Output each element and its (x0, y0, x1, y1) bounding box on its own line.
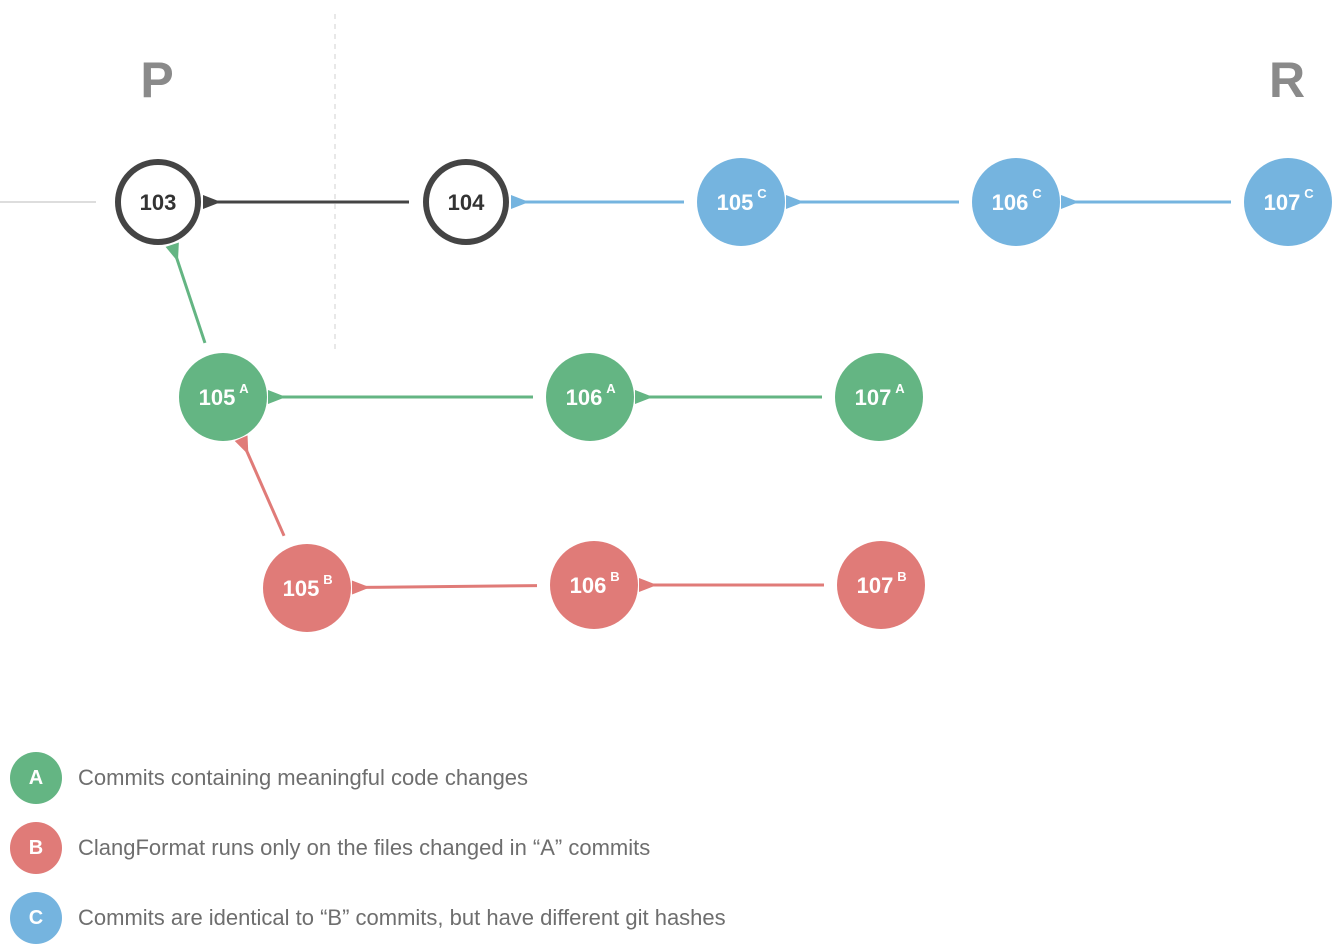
commit-superscript: C (1304, 186, 1314, 201)
commit-circle (423, 159, 509, 245)
commit-number: 107 (857, 573, 894, 598)
commit-superscript: A (606, 381, 616, 396)
legend-text-c: Commits are identical to “B” commits, bu… (78, 905, 726, 930)
legend-badge-a: A (10, 752, 62, 804)
edge-arrow-c105B-to-c105A (234, 435, 286, 537)
commit-number: 105 (199, 385, 236, 410)
commit-circle (179, 353, 267, 441)
commit-circle (263, 544, 351, 632)
legend-row-c: C Commits are identical to “B” commits, … (10, 892, 910, 944)
commit-number: 104 (448, 190, 485, 215)
edge-arrow-c106C-to-c105C (786, 195, 959, 209)
commit-superscript: C (1032, 186, 1042, 201)
legend-row-b: B ClangFormat runs only on the files cha… (10, 822, 910, 874)
legend-text-b: ClangFormat runs only on the files chang… (78, 835, 651, 860)
edge-line (173, 253, 207, 344)
legend-badge-c: C (10, 892, 62, 944)
arrowhead (786, 195, 804, 209)
legend-row-a: A Commits containing meaningful code cha… (10, 752, 910, 804)
edge-arrow-c104-to-c103 (203, 195, 409, 209)
commit-node-c104: 104 (423, 159, 509, 245)
branch-label-p: P (140, 52, 173, 108)
commit-number: 105 (283, 576, 320, 601)
commit-circle (697, 158, 785, 246)
commit-number: 106 (992, 190, 1029, 215)
legend-badge-b: B (10, 822, 62, 874)
commit-number: 107 (855, 385, 892, 410)
commit-circle (115, 159, 201, 245)
commit-circle (1244, 158, 1332, 246)
arrowhead (639, 578, 657, 592)
edge-line (243, 446, 286, 537)
arrowhead (165, 242, 179, 262)
commit-number: 107 (1264, 190, 1301, 215)
arrowhead (1061, 195, 1079, 209)
edge-arrow-c107C-to-c106C (1061, 195, 1231, 209)
edge-arrow-c106B-to-c105B (351, 580, 538, 595)
edge-arrow-c107B-to-c106B (639, 578, 824, 592)
arrowhead (203, 195, 221, 209)
commit-number: 106 (570, 573, 607, 598)
arrowhead (234, 435, 249, 455)
commit-circle (546, 353, 634, 441)
commit-superscript: A (895, 381, 905, 396)
commit-node-c103: 103 (115, 159, 201, 245)
arrowhead (268, 390, 286, 404)
commit-circle (550, 541, 638, 629)
commit-superscript: B (323, 572, 332, 587)
commit-number: 105 (717, 190, 754, 215)
commit-superscript: A (239, 381, 249, 396)
commit-circle (835, 353, 923, 441)
edge-line (361, 584, 538, 589)
commit-circle (837, 541, 925, 629)
edges-layer (165, 195, 1231, 595)
branch-label-r: R (1269, 52, 1305, 108)
commit-number: 106 (566, 385, 603, 410)
commit-circle (972, 158, 1060, 246)
commit-number: 103 (140, 190, 177, 215)
legend-text-a: Commits containing meaningful code chang… (78, 765, 529, 790)
edge-arrow-c105C-to-c104 (511, 195, 684, 209)
commit-superscript: B (897, 569, 906, 584)
arrowhead (635, 390, 653, 404)
edge-arrow-c106A-to-c105A (268, 390, 533, 404)
arrowhead (351, 580, 370, 595)
edge-arrow-c107A-to-c106A (635, 390, 822, 404)
commit-superscript: B (610, 569, 619, 584)
commit-superscript: C (757, 186, 767, 201)
arrowhead (511, 195, 529, 209)
edge-arrow-c105A-to-c103 (165, 242, 207, 344)
